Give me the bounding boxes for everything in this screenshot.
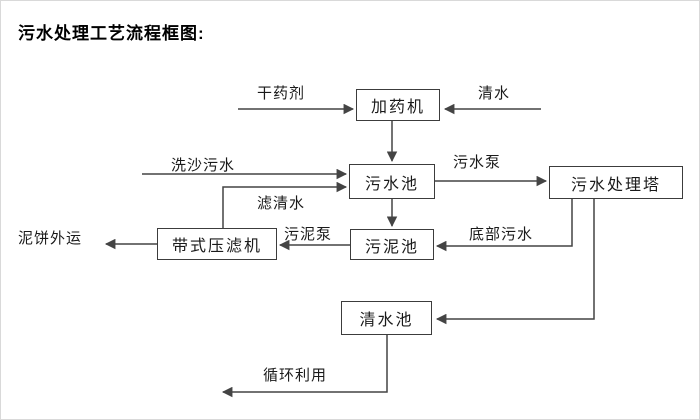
edge-label-sand-washing-sewage: 洗沙污水 [171,157,236,174]
diagram-title: 污水处理工艺流程框图: [18,24,205,43]
edge-label-sewage-pump: 污水泵 [453,154,502,171]
arrow-tower-bottom-sewage-to-sludge-pool [435,199,573,252]
edge-label-dry-agent: 干药剂 [257,85,306,102]
edge-label-sludge-pump: 污泥泵 [284,226,333,243]
node-clean-water-pool: 清水池 [341,301,432,335]
edge-label-mud-cake-out: 泥饼外运 [18,230,83,247]
node-sludge-pool: 污泥池 [350,229,434,260]
arrow-tower-to-clean-water-pool [435,199,595,325]
edge-label-filtered-water: 滤清水 [257,195,306,212]
node-sewage-treatment-tower: 污水处理塔 [549,166,683,199]
edge-label-clean-water: 清水 [478,85,511,102]
edge-label-recycle-use: 循环利用 [263,367,328,384]
arrow-clean-water-pool-to-recycle [221,335,388,398]
arrow-filtered-water-to-sewage-pool [222,181,348,228]
node-sewage-pool: 污水池 [349,164,435,199]
edge-label-bottom-sewage: 底部污水 [469,226,534,243]
node-dosing-machine: 加药机 [356,89,440,121]
node-belt-filter-press: 带式压滤机 [157,228,277,260]
